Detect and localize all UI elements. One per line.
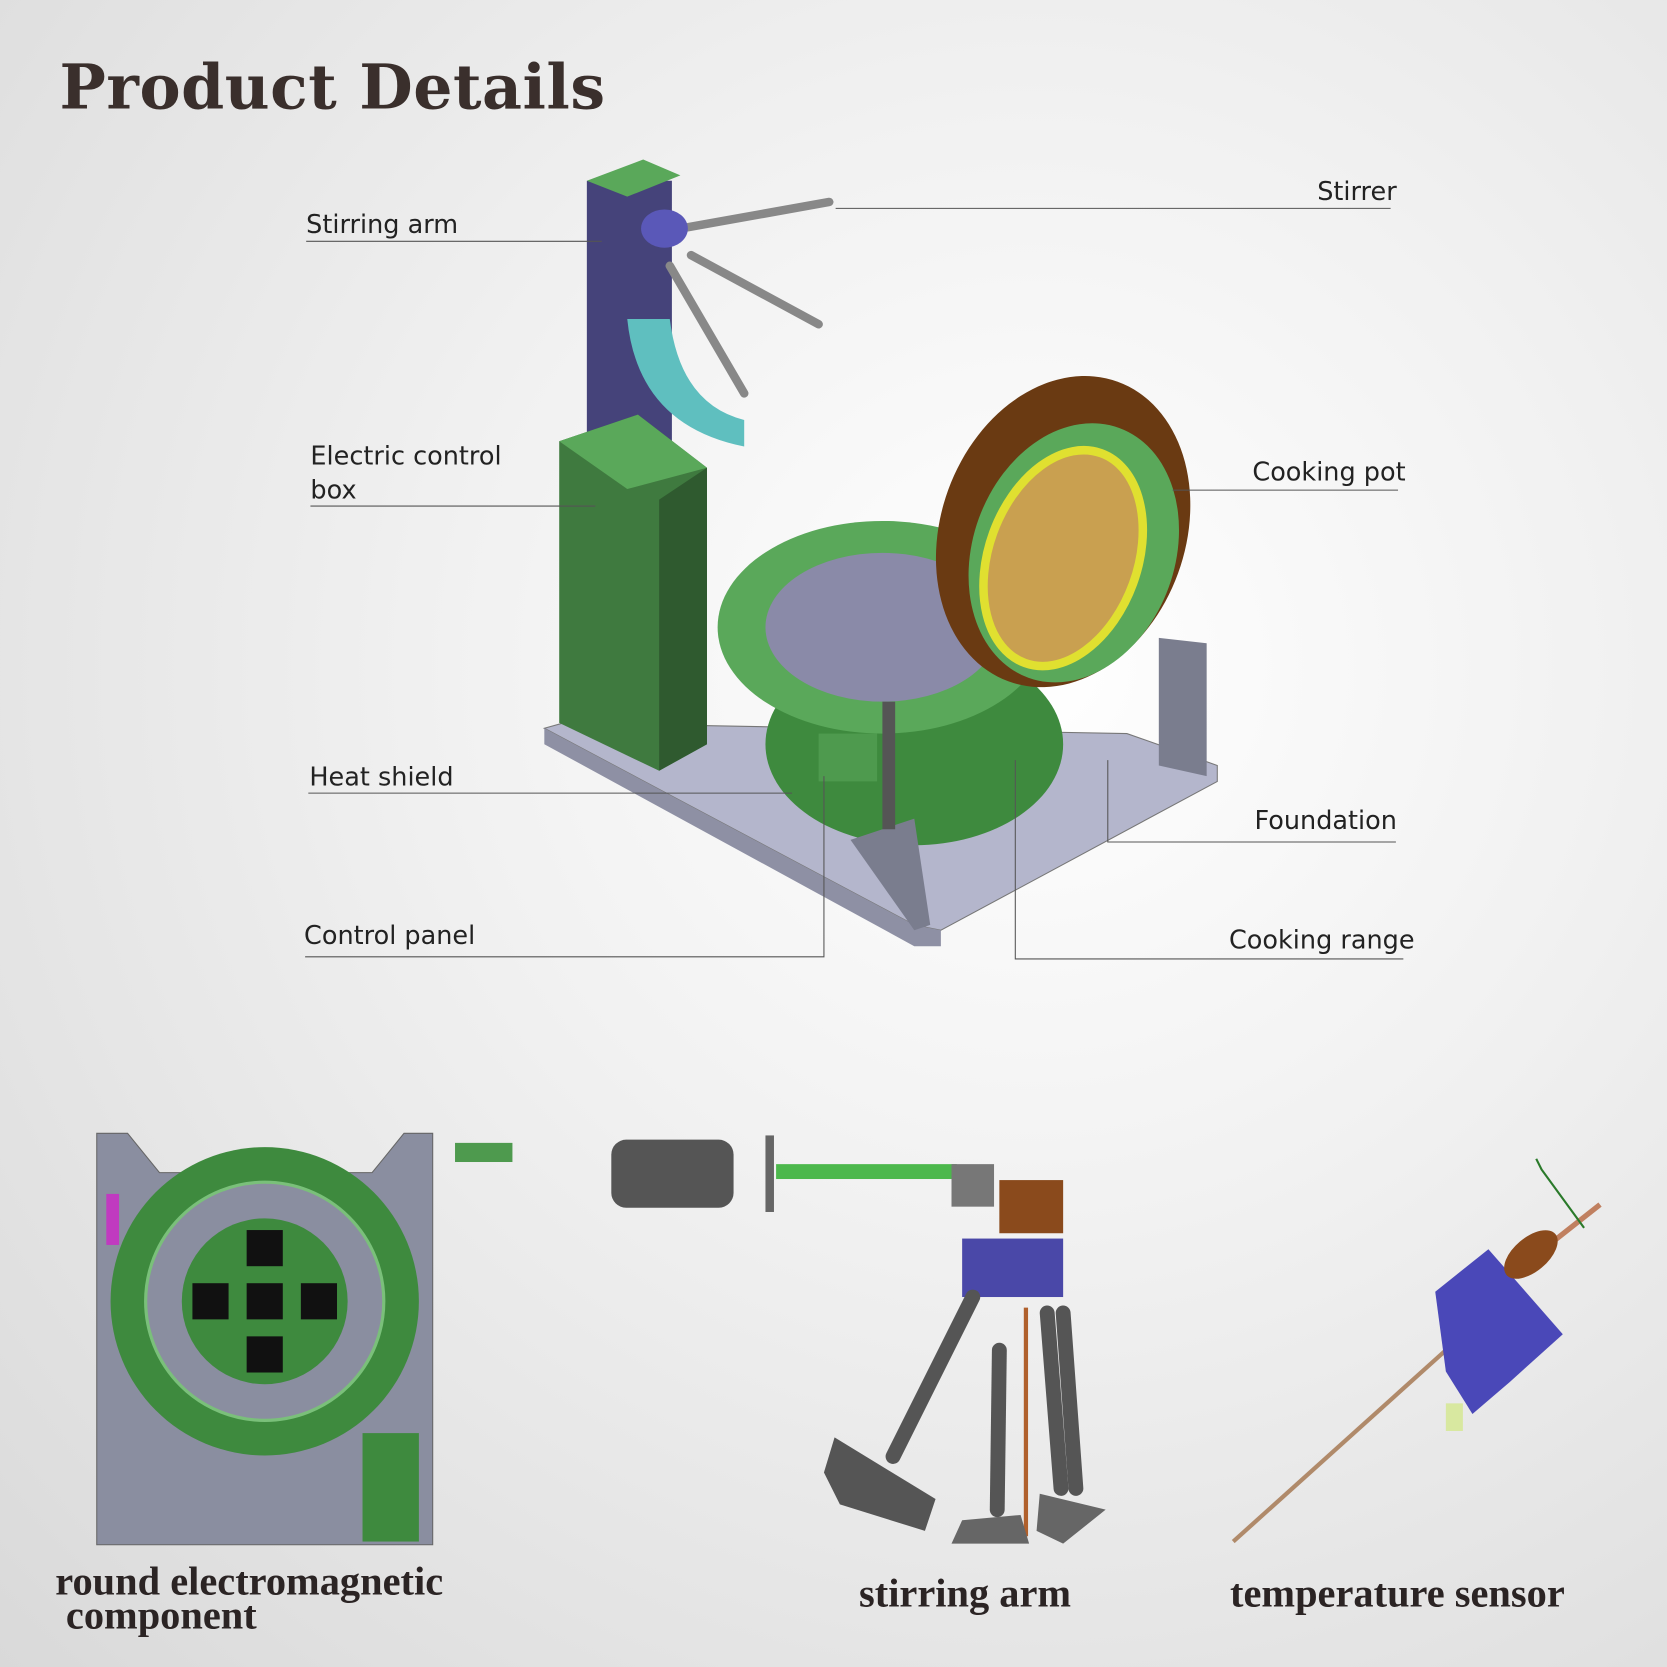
callout-heat-shield: Heat shield xyxy=(309,762,454,793)
stirring-arm-drawing xyxy=(611,1135,1106,1544)
callout-electric-control-box: Electric control xyxy=(310,441,502,471)
caption-temperature-sensor: temperature sensor xyxy=(1230,1571,1565,1616)
temperature-sensor-drawing xyxy=(1231,1158,1602,1544)
callout-stirring-arm: Stirring arm xyxy=(306,209,459,240)
main-machine-drawing xyxy=(542,159,1218,947)
callout-stirrer: Stirrer xyxy=(1317,176,1397,207)
electromagnetic-component-drawing xyxy=(96,1132,513,1546)
callout-foundation: Foundation xyxy=(1254,805,1397,836)
caption-electromagnetic: round electromagnetic xyxy=(55,1559,444,1605)
callout-lines xyxy=(305,207,1404,960)
caption-electromagnetic-line2: component xyxy=(65,1593,257,1639)
callout-electric-control-box-line2: box xyxy=(310,475,357,505)
callout-cooking-range: Cooking range xyxy=(1228,924,1415,955)
callout-cooking-pot: Cooking pot xyxy=(1252,457,1406,487)
stirrer-arms xyxy=(665,197,834,398)
page-title: Product Details xyxy=(59,51,606,124)
caption-stirring-arm: stirring arm xyxy=(859,1571,1072,1616)
control-panel xyxy=(818,733,878,782)
callout-control-panel: Control panel xyxy=(304,920,476,951)
